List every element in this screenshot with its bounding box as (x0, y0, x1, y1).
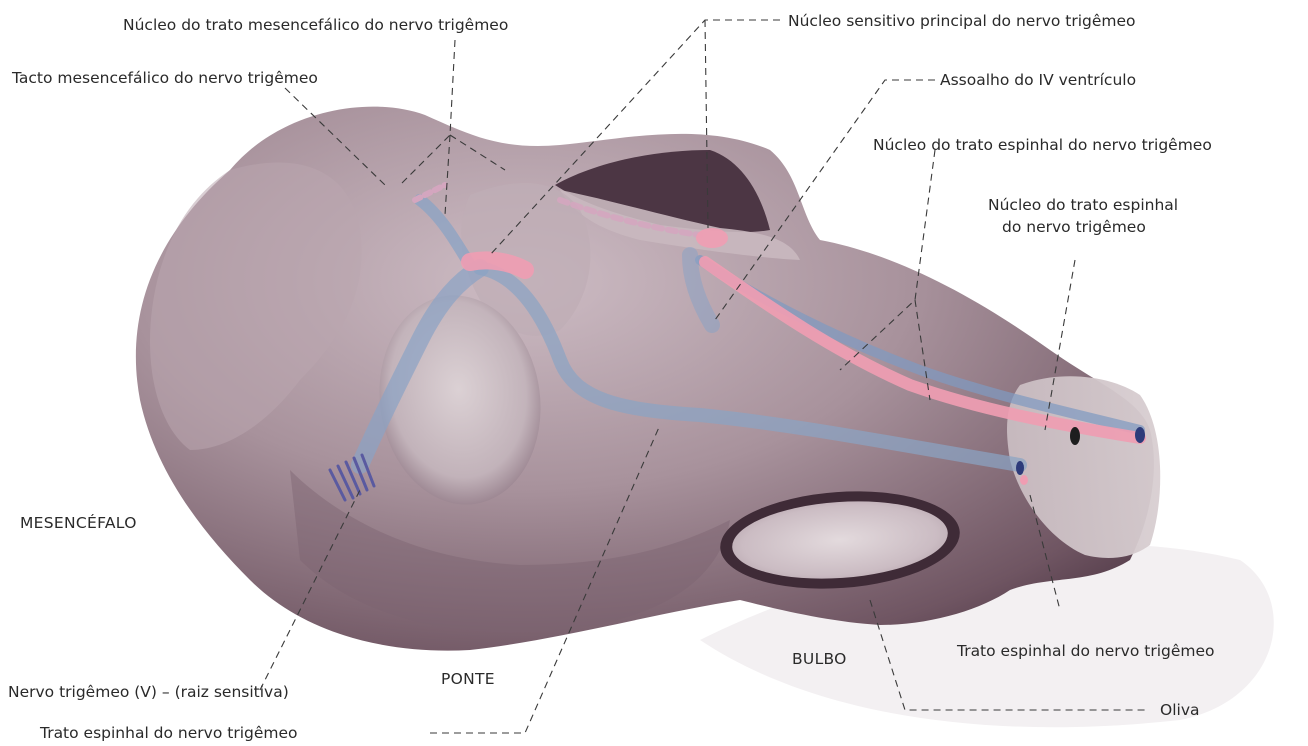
label-ponte: PONTE (441, 670, 495, 688)
label-nucleo-trato-mesencefalico: Núcleo do trato mesencefálico do nervo t… (123, 16, 508, 34)
label-nervo-trigemeo-raiz: Nervo trigêmeo (V) – (raiz sensitiva) (8, 683, 289, 701)
label-oliva: Oliva (1160, 701, 1199, 719)
label-trato-espinhal-right: Trato espinhal do nervo trigêmeo (956, 642, 1215, 660)
label-mesencefalo: MESENCÉFALO (20, 513, 137, 532)
label-nucleo-sensitivo-principal: Núcleo sensitivo principal do nervo trig… (788, 12, 1136, 30)
label-nucleo-trato-espinhal-2-line1: Núcleo do trato espinhal (988, 196, 1178, 214)
brainstem-body (136, 107, 1160, 651)
principal-sensory-nucleus (470, 260, 525, 270)
label-nucleo-trato-espinhal-2-line2: do nervo trigêmeo (1002, 218, 1146, 236)
label-tracto-mesencefalico: Tacto mesencefálico do nervo trigêmeo (11, 69, 318, 87)
tract-cross-section-dark (1070, 427, 1080, 445)
label-nucleo-trato-espinhal-1: Núcleo do trato espinhal do nervo trigêm… (873, 136, 1212, 154)
label-bulbo: BULBO (792, 650, 847, 668)
label-trato-espinhal-bottom: Trato espinhal do nervo trigêmeo (39, 724, 298, 742)
label-assoalho-iv-ventriculo: Assoalho do IV ventrículo (940, 71, 1136, 89)
